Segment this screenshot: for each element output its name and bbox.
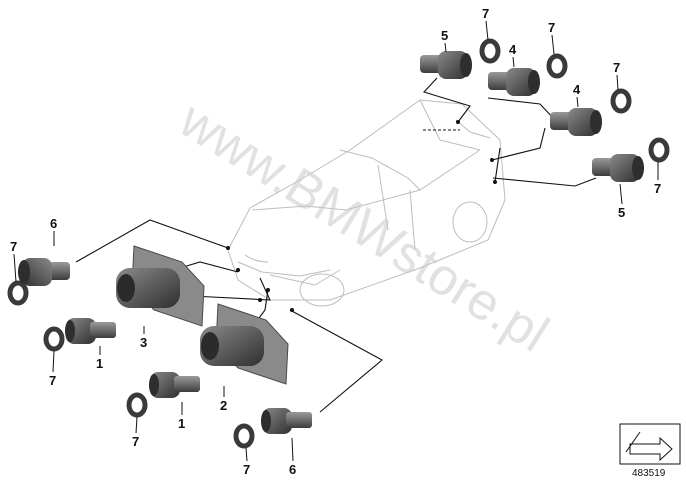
callout-label: 5 <box>618 205 625 220</box>
vehicle-outline <box>227 99 506 307</box>
callout-label: 6 <box>50 216 57 231</box>
callout-label: 7 <box>132 434 139 449</box>
callout-label: 1 <box>96 356 103 371</box>
callout-label: 7 <box>613 60 620 75</box>
wiring-lines <box>75 77 597 413</box>
callout-label: 7 <box>548 20 555 35</box>
ring-parts <box>7 38 670 449</box>
direction-arrow-icon <box>619 423 681 465</box>
junction-dots <box>226 120 497 312</box>
callout-label: 1 <box>178 416 185 431</box>
callout-labels: 7 5 7 4 7 4 7 5 6 7 3 1 7 2 1 7 7 6 <box>10 6 661 477</box>
callout-leaders <box>13 20 659 462</box>
callout-label: 4 <box>509 42 517 57</box>
reference-number: 483519 <box>632 468 666 479</box>
callout-label: 7 <box>49 373 56 388</box>
callout-label: 2 <box>220 398 227 413</box>
callout-label: 6 <box>289 462 296 477</box>
callout-label: 4 <box>573 82 581 97</box>
callout-label: 5 <box>441 28 448 43</box>
sensor-parts <box>18 51 644 434</box>
callout-label: 7 <box>482 6 489 21</box>
callout-label: 3 <box>140 335 147 350</box>
callout-label: 7 <box>243 462 250 477</box>
callout-label: 7 <box>10 239 17 254</box>
callout-label: 7 <box>654 181 661 196</box>
bracket-parts <box>116 245 289 385</box>
